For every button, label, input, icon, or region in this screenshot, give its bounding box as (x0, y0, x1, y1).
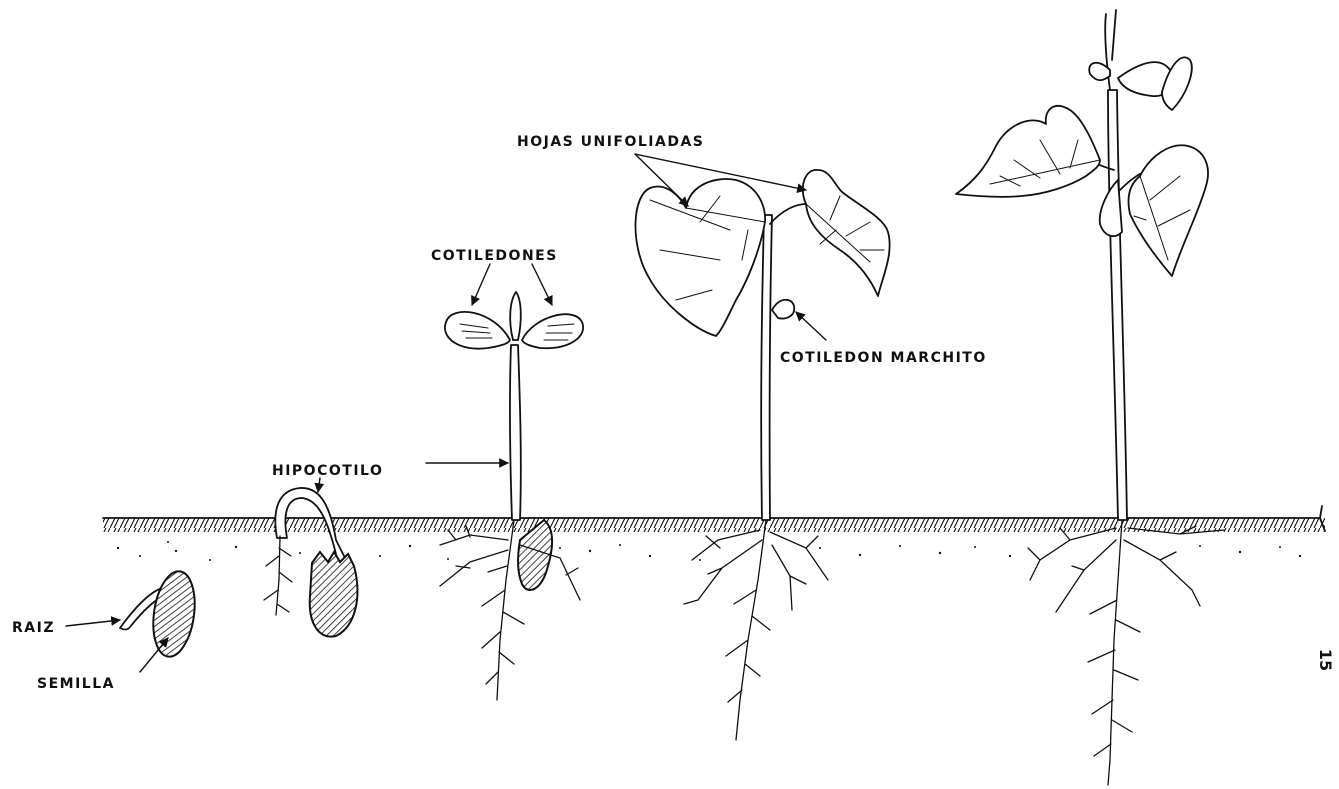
seed (148, 569, 200, 660)
leaf-left-5 (956, 106, 1100, 197)
stage-2-hook (264, 488, 357, 637)
marchito-pointer (796, 312, 826, 340)
stem-4 (761, 215, 772, 520)
roots-5 (1028, 520, 1224, 785)
label-cotiledones: COTILEDONES (431, 248, 558, 264)
stage-4-unifoliate (635, 170, 889, 740)
roots-3 (440, 520, 580, 700)
petiole-right-4 (770, 204, 806, 224)
hipocotilo-pointer-2 (318, 478, 320, 492)
label-hipocotilo: HIPOCOTILO (272, 463, 383, 479)
label-semilla: SEMILLA (37, 676, 115, 692)
stem-5 (1108, 90, 1127, 520)
hook-cotyledons (310, 552, 358, 637)
raiz-pointer (66, 620, 120, 626)
cotyledon-left (445, 312, 510, 349)
label-cotiledon-marchito: COTILEDON MARCHITO (780, 350, 987, 366)
leaf-right-5 (1128, 145, 1208, 276)
cotiledones-pointer-right (532, 264, 552, 305)
cotiledones-pointer-left (472, 264, 490, 305)
stage-1-seed (120, 569, 200, 660)
leaf-unifoliate-right (803, 170, 890, 296)
cotyledon-withered (772, 300, 794, 319)
leaf-unifoliate-left (635, 179, 765, 336)
page-number: 15 (1316, 649, 1335, 671)
roots-4 (684, 520, 828, 740)
stage-3-cotyledons (440, 292, 583, 700)
leaf-mid-5 (1100, 180, 1122, 236)
label-raiz: RAIZ (12, 620, 55, 636)
stage-5-mature (956, 10, 1224, 785)
cotyledon-right (522, 314, 583, 348)
bud-3 (510, 292, 521, 340)
soil-dots (117, 541, 1301, 561)
hook-roots (264, 536, 292, 615)
stem-3 (510, 345, 521, 520)
label-hojas-unifoliadas: HOJAS UNIFOLIADAS (517, 134, 704, 150)
